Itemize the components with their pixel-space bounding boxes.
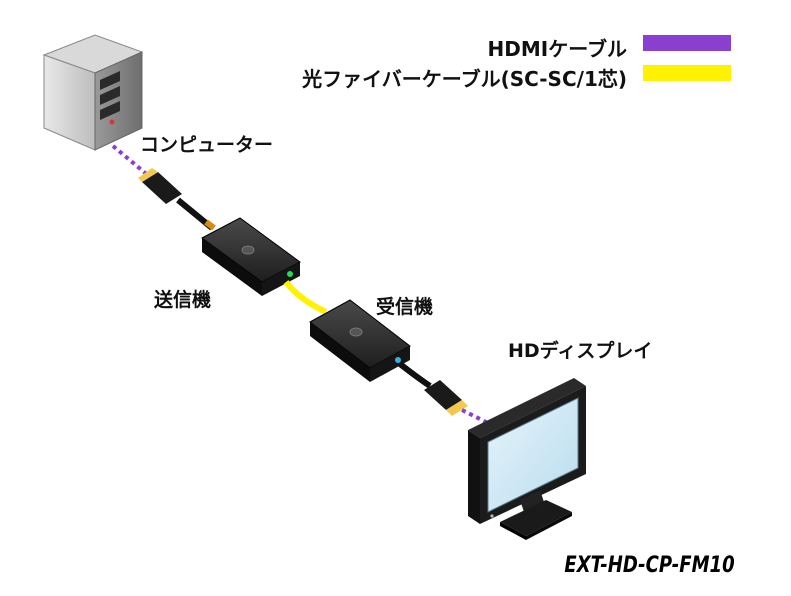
receiver-output-cable <box>398 361 432 389</box>
fiber-cable <box>283 280 328 315</box>
computer-label: コンピューター <box>140 134 274 156</box>
transmitter-connector <box>204 219 216 231</box>
model-number: EXT-HD-CP-FM10 <box>564 553 735 578</box>
legend-hdmi-label: HDMIケーブル <box>487 37 627 61</box>
hdmi-plug-pc-icon <box>138 168 182 204</box>
receiver-label: 受信機 <box>376 296 434 318</box>
legend-hdmi-swatch <box>643 35 731 51</box>
transmitter-label: 送信機 <box>154 289 212 311</box>
computer-tower-icon <box>42 34 144 151</box>
legend-fiber-swatch <box>643 65 731 81</box>
legend-fiber-label: 光ファイバーケーブル(SC-SC/1芯) <box>302 67 627 91</box>
receiver-icon <box>309 299 411 382</box>
hdmi-plug-display-icon <box>424 380 468 416</box>
hdmi-cable-pc <box>111 144 152 179</box>
monitor-icon <box>468 378 586 540</box>
display-label: HDディスプレイ <box>508 340 653 362</box>
transmitter-icon <box>201 217 301 296</box>
